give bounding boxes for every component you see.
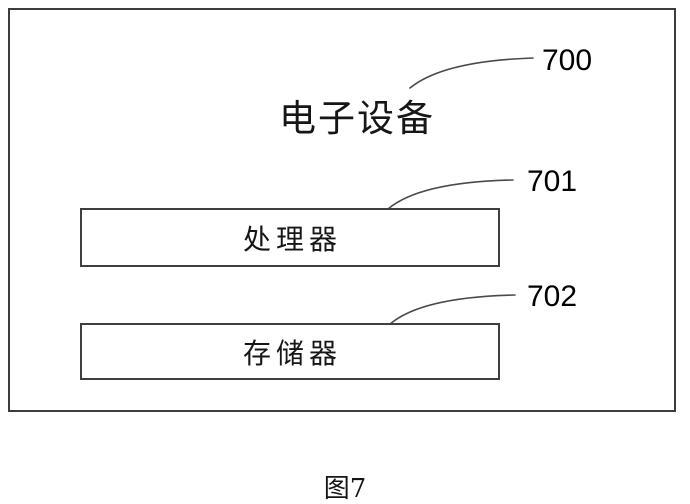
memory-block: 存储器 — [80, 323, 500, 380]
figure-caption: 图7 — [323, 474, 367, 504]
device-title: 电子设备 — [279, 97, 435, 140]
processor-block-label: 处理器 — [242, 222, 342, 256]
ref-label-702: 702 — [527, 280, 578, 313]
memory-block-label: 存储器 — [242, 336, 342, 370]
processor-block: 处理器 — [80, 208, 500, 267]
ref-label-700: 700 — [542, 44, 593, 77]
ref-label-701: 701 — [527, 165, 578, 198]
